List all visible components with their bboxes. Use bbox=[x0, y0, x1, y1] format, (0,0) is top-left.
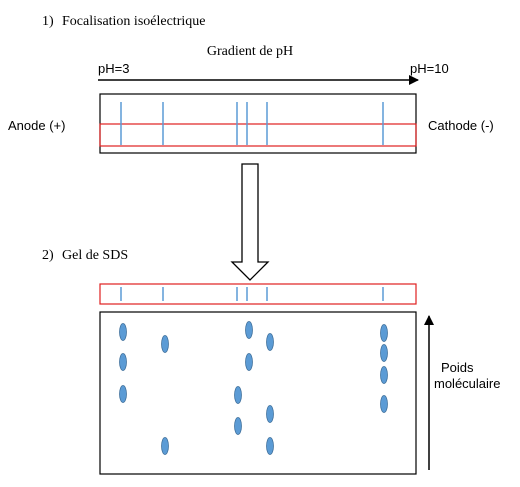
protein-spot bbox=[245, 353, 253, 371]
step2-number: 2) bbox=[42, 248, 54, 263]
protein-spot bbox=[161, 437, 169, 455]
cathode-label: Cathode (-) bbox=[428, 118, 494, 133]
protein-spot bbox=[119, 323, 127, 341]
step2-title: Gel de SDS bbox=[62, 248, 128, 263]
protein-spot bbox=[380, 366, 388, 384]
protein-spot bbox=[266, 405, 274, 423]
ph-start-label: pH=3 bbox=[98, 61, 129, 76]
anode-label: Anode (+) bbox=[8, 118, 65, 133]
protein-spot bbox=[380, 344, 388, 362]
protein-spots bbox=[119, 321, 388, 455]
protein-spot bbox=[380, 395, 388, 413]
step1-number: 1) bbox=[42, 14, 54, 29]
axis-label-line2: moléculaire bbox=[434, 376, 500, 391]
axis-label-line1: Poids bbox=[441, 360, 474, 375]
gradient-label: Gradient de pH bbox=[207, 44, 293, 59]
protein-spot bbox=[161, 335, 169, 353]
protein-spot bbox=[119, 385, 127, 403]
sds-gel bbox=[99, 311, 417, 475]
step1-title: Focalisation isoélectrique bbox=[62, 14, 205, 29]
transfer-arrow-icon bbox=[230, 163, 270, 281]
protein-spot bbox=[234, 417, 242, 435]
ph-end-label: pH=10 bbox=[410, 61, 449, 76]
protein-spot bbox=[266, 437, 274, 455]
ief-highlighted-lane bbox=[99, 123, 417, 147]
ief-strip-on-sds bbox=[99, 283, 417, 305]
protein-spot bbox=[234, 386, 242, 404]
strip-bands bbox=[120, 287, 384, 301]
ief-bands bbox=[120, 102, 384, 145]
protein-spot bbox=[119, 353, 127, 371]
protein-spot bbox=[245, 321, 253, 339]
protein-spot bbox=[266, 333, 274, 351]
protein-spot bbox=[380, 324, 388, 342]
